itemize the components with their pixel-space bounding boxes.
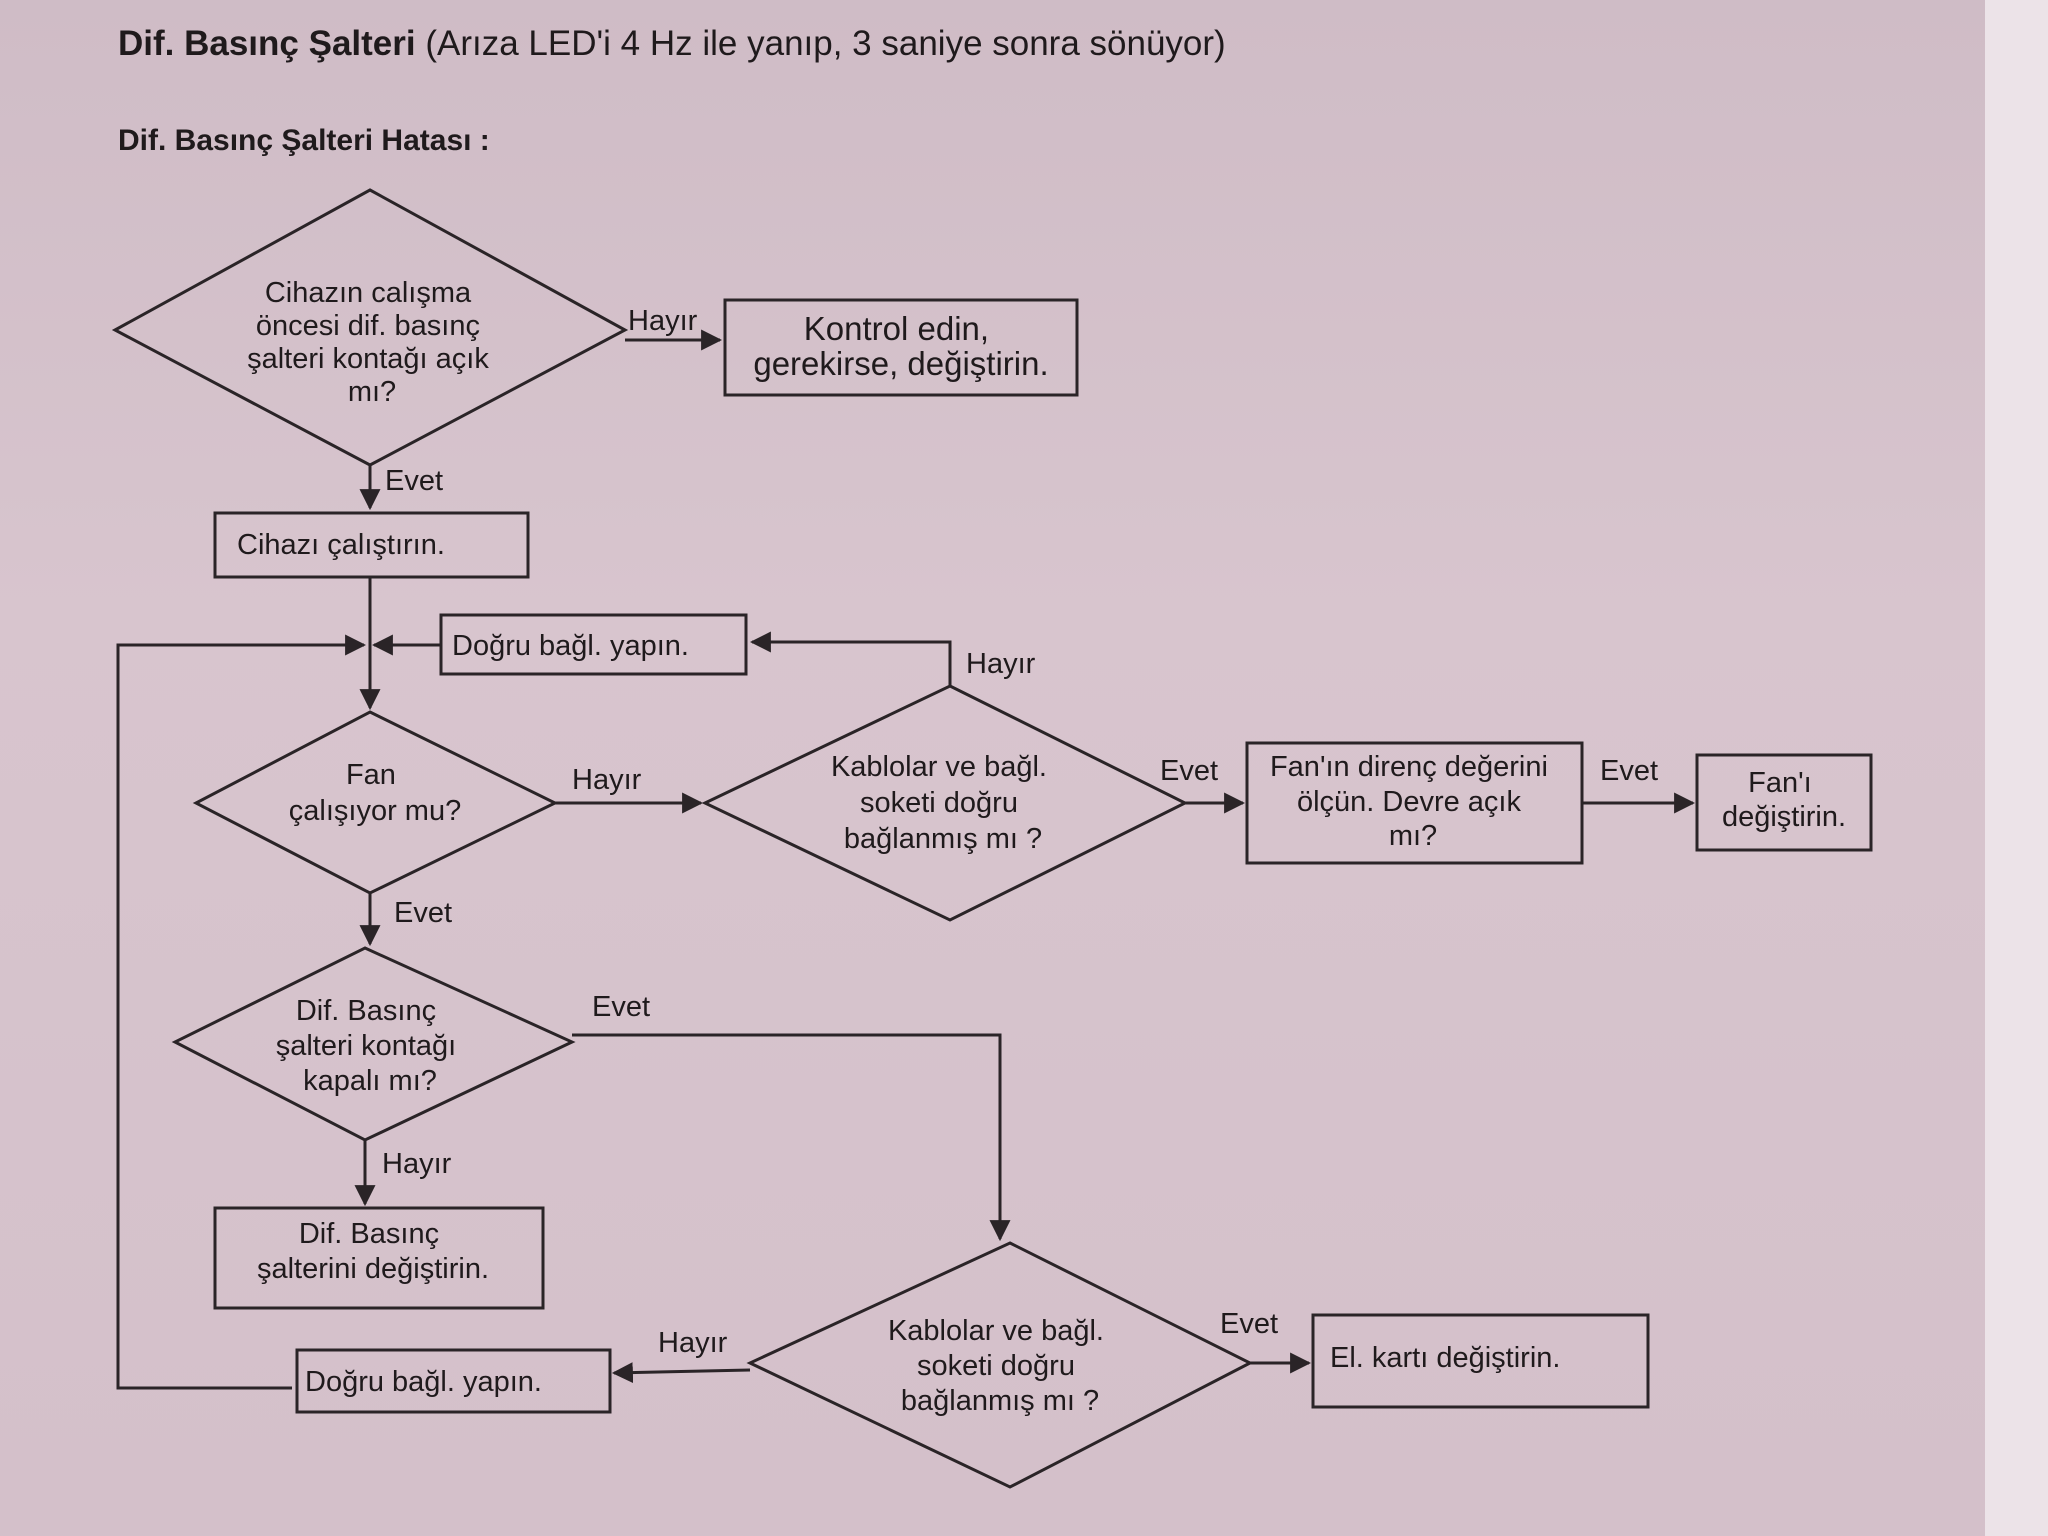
edge-label-hayir: Hayır — [658, 1327, 728, 1359]
box-replace-switch — [213, 1206, 545, 1310]
document-page — [0, 0, 1985, 1536]
fan-running-text: Fan çalışıyor mu? — [289, 759, 461, 827]
edge-label-evet: Evet — [394, 897, 452, 929]
page-edge — [1985, 0, 2048, 1536]
box-replace-fan — [1695, 753, 1873, 852]
edge-label-hayir: Hayır — [572, 764, 642, 796]
edge-label-evet: Evet — [385, 465, 443, 497]
edge-label-hayir: Hayır — [382, 1148, 452, 1180]
edge-label-evet: Evet — [592, 991, 650, 1023]
fix-connection-1-text: Doğru bağl. yapın. — [452, 630, 689, 662]
cables-2-text: Kablolar ve bağl. soketi doğru bağlanmış… — [888, 1315, 1112, 1417]
arrow-cable2-hayir — [611, 1362, 751, 1384]
replace-card-text: El. kartı değiştirin. — [1330, 1342, 1560, 1374]
edge-label-hayir: Hayır — [966, 648, 1036, 680]
edge-label-hayir: Hayır — [628, 305, 698, 337]
start-device-text: Cihazı çalıştırın. — [237, 529, 445, 561]
cables-1-text: Kablolar ve bağl. soketi doğru bağlanmış… — [831, 751, 1055, 855]
arrow-switch-evet — [572, 1033, 1011, 1242]
box-fix-connection-2 — [295, 1348, 612, 1414]
control-text: Kontrol edin, gerekirse, değiştirin. — [753, 310, 1048, 382]
resistance-text: Fan'ın direnç değerini ölçün. Devre açık… — [1270, 751, 1556, 852]
edge-label-evet: Evet — [1600, 755, 1658, 787]
edge-label-evet: Evet — [1160, 755, 1218, 787]
title-rest: (Arıza LED'i 4 Hz ile yanıp, 3 saniye so… — [415, 24, 1226, 63]
section-subtitle: Dif. Basınç Şalteri Hatası : — [118, 124, 490, 157]
fix-connection-2-text: Doğru bağl. yapın. — [305, 1366, 542, 1398]
box-replace-card — [1311, 1313, 1650, 1409]
title-bold: Dif. Basınç Şalteri — [118, 24, 416, 63]
edge-label-evet: Evet — [1220, 1308, 1278, 1340]
replace-fan-text: Fan'ı değiştirin. — [1722, 767, 1846, 833]
decision-cables-1 — [701, 684, 1189, 922]
loop-back-line — [116, 634, 367, 1390]
switch-closed-text: Dif. Basınç şalteri kontağı kapalı mı? — [276, 995, 465, 1097]
replace-switch-text: Dif. Basınç şalterini değiştirin. — [257, 1218, 489, 1285]
box-control — [723, 298, 1079, 397]
precheck-text: Cihazın calışma öncesi dif. basınç şalte… — [247, 277, 497, 408]
arrow-cable1-hayir — [749, 631, 952, 686]
page-title: Dif. Basınç Şalteri (Arıza LED'i 4 Hz il… — [118, 24, 1226, 64]
decision-cables-2 — [746, 1241, 1254, 1489]
